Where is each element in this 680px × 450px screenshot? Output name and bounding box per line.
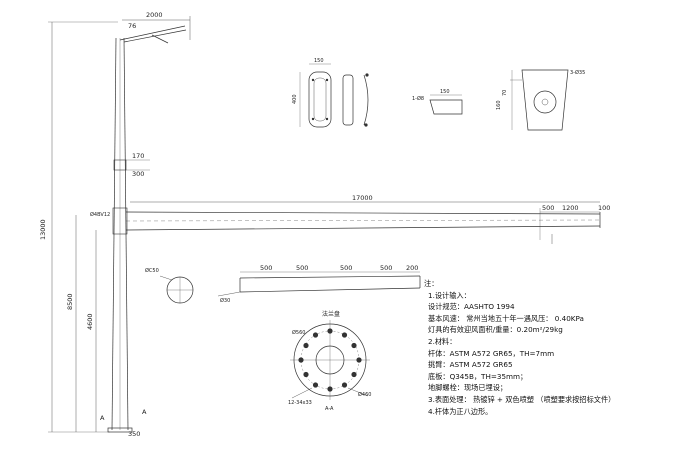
- note-line-8: 底板：Q345B，TH=35mm；: [428, 371, 528, 381]
- notes-title: 注：: [424, 279, 439, 288]
- truss-bottom: [239, 287, 421, 293]
- marker-left: Ø4BV12: [90, 211, 110, 218]
- dim-arm-small: 76: [128, 22, 136, 30]
- dim-pole-total: 13000: [39, 219, 47, 240]
- truss-c: 500: [340, 264, 352, 272]
- truss-b: 500: [296, 264, 308, 272]
- note-line-7: 挑臂：ASTM A572 GR65: [428, 360, 513, 370]
- joint-ring: [113, 159, 127, 171]
- design-notes: 注： 1.设计输入： 设计规范：AASHTO 1994 基本风速： 常州当地五十…: [424, 278, 674, 417]
- note-line-5: 2.材料：: [428, 336, 457, 346]
- note-line-1: 1.设计输入：: [428, 290, 471, 300]
- flange-bolts: 12-34x33: [288, 400, 312, 406]
- truss-e: 200: [406, 264, 418, 272]
- boom-top-chord: [125, 211, 601, 215]
- detail2-a: 150: [440, 89, 450, 95]
- dim-base: 350: [128, 430, 140, 438]
- detail2-b: 1-Ø8: [412, 95, 424, 102]
- flange-hole: Ø460: [358, 391, 371, 398]
- detail-2-clamp: [429, 99, 463, 115]
- dim-boom-seg2: 1200: [562, 204, 579, 212]
- detail3-c: 160: [496, 100, 502, 110]
- dim-pole-lower: 4600: [86, 313, 94, 330]
- truss-tag: Ø30: [220, 297, 230, 304]
- dim-mid-a: 170: [132, 152, 144, 160]
- detail-3-bracket: [521, 69, 569, 131]
- note-line-11: 4.杆体为正八边形。: [428, 406, 493, 416]
- boom-bottom-chord: [125, 225, 601, 231]
- note-line-4: 灯具的有效迎风面积/重量：0.20m²/29kg: [428, 325, 563, 335]
- dim-boom: 17000: [352, 194, 373, 202]
- note-line-3: 基本风速： 常州当地五十年一遇风压： 0.40KPa: [428, 313, 584, 323]
- note-line-9: 地脚螺栓：现场已埋设；: [428, 383, 508, 393]
- dim-boom-end: 100: [598, 204, 610, 212]
- flange-dia: Ø560: [292, 329, 305, 336]
- detail1-side: 400: [292, 94, 298, 104]
- detail3-b: 70: [502, 90, 508, 96]
- detail3-a: 3-Ø35: [570, 69, 585, 76]
- dim-arm-top: 2000: [146, 11, 163, 19]
- section-b-label: ØC50: [145, 267, 159, 274]
- note-line-2: 设计规范：AASHTO 1994: [428, 302, 515, 312]
- flange-caption: A-A: [325, 406, 334, 412]
- flange-bolt-holes: [298, 328, 362, 392]
- base-plate: [107, 427, 133, 433]
- detail-1-plate: [308, 71, 332, 128]
- detail1-top: 150: [314, 58, 324, 64]
- flange-title: 法兰盘: [322, 310, 340, 318]
- note-line-10: 3.表面处理： 热镀锌 + 双色喷塑 （喷塑要求按招标文件）: [428, 394, 616, 404]
- dim-mid-b: 300: [132, 170, 144, 178]
- section-mark-upper: A: [142, 408, 147, 416]
- truss-top: [239, 275, 421, 279]
- truss-a: 500: [260, 264, 272, 272]
- note-line-6: 杆体：ASTM A572 GR65，TH=7mm: [428, 348, 555, 358]
- truss-d: 500: [380, 264, 392, 272]
- dim-boom-seg1: 500: [542, 204, 554, 212]
- section-mark-lower: A: [100, 414, 105, 422]
- dim-pole-upper: 8500: [66, 293, 74, 310]
- lamp-head: [151, 34, 169, 44]
- top-arm: [119, 25, 186, 41]
- top-arm-lower: [123, 29, 187, 43]
